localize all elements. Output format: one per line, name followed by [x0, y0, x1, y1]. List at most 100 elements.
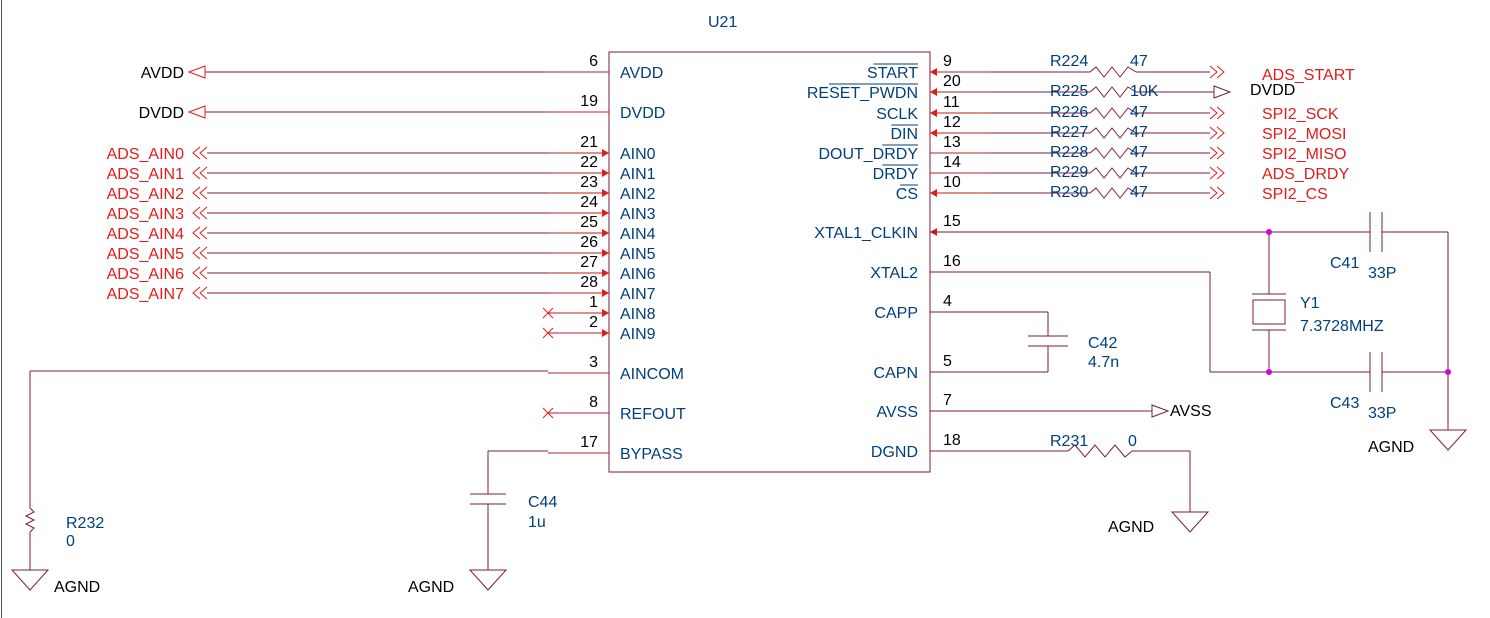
pin-name: AIN4 [620, 226, 656, 243]
pin-number: 21 [580, 134, 598, 151]
pin-number: 19 [580, 93, 598, 110]
resistor-ref: R225 [1050, 83, 1088, 100]
pin-number: 3 [589, 354, 598, 371]
pin-name: AIN3 [620, 206, 656, 223]
net-label: ADS_AIN1 [107, 166, 184, 183]
pin-number: 11 [943, 94, 960, 111]
pin-name: DRDY [873, 166, 919, 183]
c44-network [468, 450, 548, 591]
pin-name: AIN1 [620, 166, 656, 183]
c42-network [930, 311, 1068, 373]
resistor-value: 47 [1130, 124, 1148, 141]
pin-number: 16 [943, 253, 961, 270]
net-label: ADS_AIN7 [107, 286, 184, 303]
pin-number: 17 [580, 434, 598, 451]
net-label: ADS_AIN5 [107, 246, 184, 263]
net-label: ADS_AIN6 [107, 266, 184, 283]
pin-number: 13 [943, 134, 961, 151]
pin-number: 2 [589, 314, 598, 331]
c41-ref: C41 [1330, 255, 1359, 272]
net-label: ADS_START [1262, 67, 1355, 84]
pin-name: START [867, 65, 918, 82]
c42-value: 4.7n [1088, 354, 1119, 371]
pin-name: CAPN [874, 365, 918, 382]
pin-name: AIN2 [620, 186, 656, 203]
pin-number: 6 [589, 53, 598, 70]
agnd-label-crystal: AGND [1368, 439, 1414, 456]
resistor-ref: R229 [1050, 164, 1088, 181]
pin-name: DVDD [620, 105, 665, 122]
resistor-ref: R224 [1050, 53, 1088, 70]
pin-number: 14 [943, 154, 961, 171]
resistor-value: 47 [1130, 144, 1148, 161]
pin-number: 26 [580, 234, 598, 251]
junction-dot [1266, 369, 1272, 375]
pin-number: 12 [943, 114, 961, 131]
resistor-ref: R226 [1050, 104, 1088, 121]
c41-value: 33P [1368, 265, 1396, 282]
pin-name: XTAL2 [870, 265, 918, 282]
agnd-label-aincom: AGND [54, 579, 100, 596]
pin-number: 8 [589, 394, 598, 411]
pin-name: AIN9 [620, 326, 656, 343]
resistor-ref: R228 [1050, 144, 1088, 161]
r232-value: 0 [66, 533, 75, 550]
pin-name: AIN8 [620, 306, 656, 323]
pin-number: 10 [943, 174, 961, 191]
agnd-label-dgnd: AGND [1108, 519, 1154, 536]
net-label: DVDD [139, 105, 184, 122]
agnd-label-bypass: AGND [408, 579, 454, 596]
net-label: SPI2_SCK [1262, 106, 1339, 123]
c43-ref: C43 [1330, 395, 1359, 412]
pin-number: 23 [580, 174, 598, 191]
pin-name: DOUT_DRDY [818, 146, 918, 163]
pin-number: 5 [943, 353, 952, 370]
c44-ref: C44 [528, 494, 557, 511]
pin-number: 25 [580, 214, 598, 231]
pin-name: DIN [890, 126, 918, 143]
pin-number: 15 [943, 213, 961, 230]
pin-number: 4 [943, 293, 952, 310]
pin-name: XTAL1_CLKIN [814, 225, 918, 242]
net-label: AVSS [1170, 403, 1212, 420]
pin-number: 24 [580, 194, 598, 211]
pin-name: AIN6 [620, 266, 656, 283]
net-label: ADS_AIN4 [107, 226, 184, 243]
crystal-network [930, 212, 1468, 451]
resistor-value: 10K [1130, 83, 1159, 100]
pin-number: 9 [943, 53, 952, 70]
c44-value: 1u [528, 514, 546, 531]
c42-ref: C42 [1088, 335, 1117, 352]
pin-number: 18 [943, 432, 961, 449]
c43-value: 33P [1368, 405, 1396, 422]
resistor-value: 47 [1130, 184, 1148, 201]
avss-net [930, 404, 1170, 418]
net-label: SPI2_MISO [1262, 146, 1346, 163]
r231-ref: R231 [1050, 433, 1088, 450]
pin-number: 22 [580, 154, 598, 171]
y1-value: 7.3728MHZ [1300, 318, 1384, 335]
pin-name: AIN7 [620, 286, 656, 303]
net-label: ADS_DRDY [1262, 166, 1349, 183]
pin-name: SCLK [876, 106, 918, 123]
pin-number: 20 [943, 73, 961, 90]
resistor-value: 47 [1130, 104, 1148, 121]
junction-dot [1445, 369, 1451, 375]
